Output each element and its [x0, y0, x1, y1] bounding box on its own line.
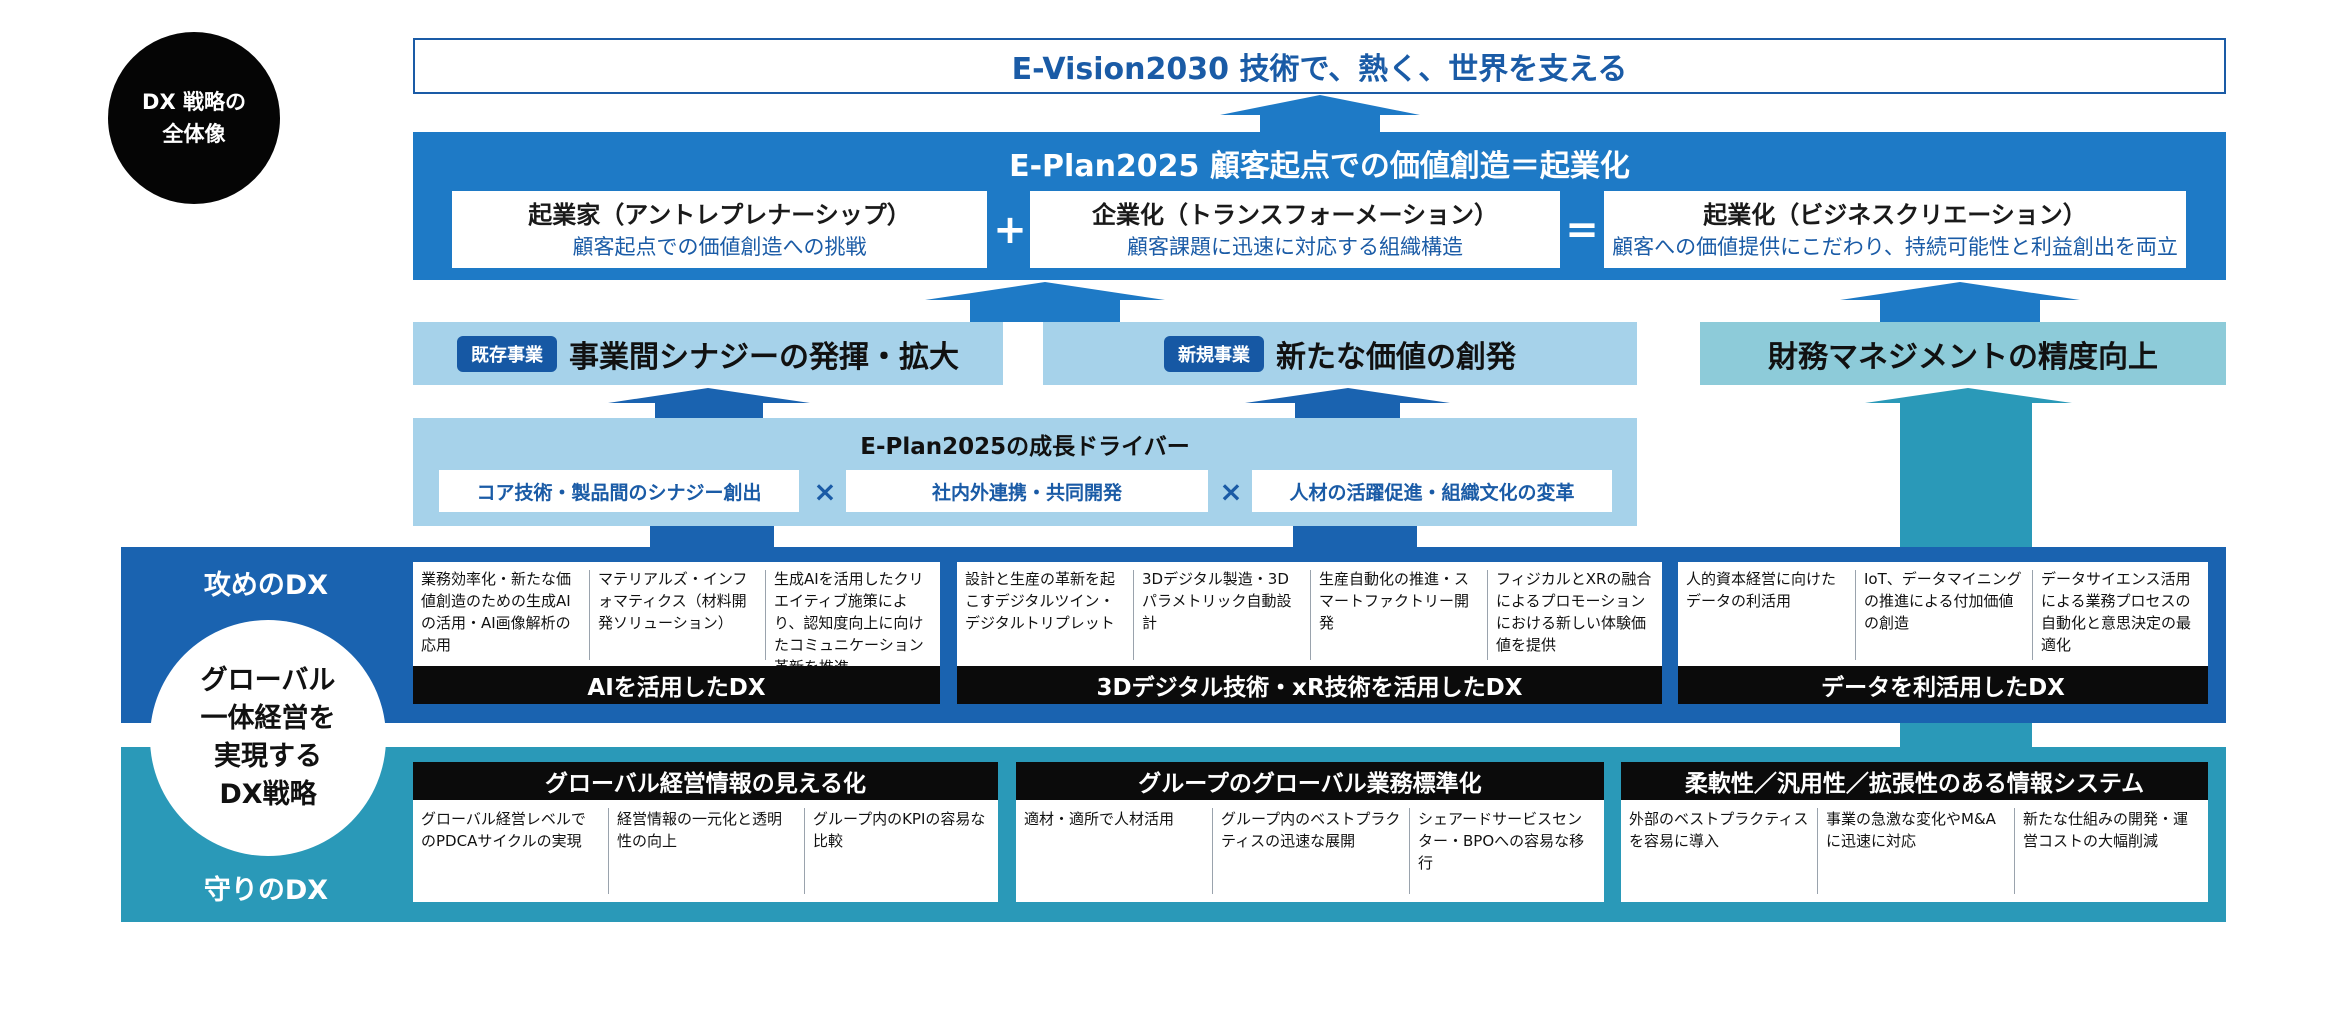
divider [589, 570, 590, 660]
finance-box: 財務マネジメントの精度向上 [1700, 322, 2226, 385]
divider [1212, 808, 1213, 894]
circle-line1: グローバル [200, 665, 336, 696]
eplan-box-title: 企業化（トランスフォーメーション） [1091, 200, 1499, 229]
offense-cell: マテリアルズ・インフォマティクス（材料開発ソリューション） [598, 570, 748, 632]
strategy-badge: DX 戦略の 全体像 [108, 32, 280, 204]
eplan-box-sub: 顧客への価値提供にこだわり、持続可能性と利益創出を両立 [1612, 234, 2178, 259]
defense-cell: 適材・適所で人材活用 [1024, 810, 1175, 828]
times-icon: × [1219, 474, 1243, 508]
connector-bar [1293, 526, 1417, 547]
defense-group-title: グローバル経営情報の見える化 [413, 762, 998, 800]
offense-cell: 業務効率化・新たな価値創造のための生成AIの活用・AI画像解析の応用 [421, 570, 572, 654]
equals-icon: = [1565, 206, 1599, 253]
divider [1133, 570, 1134, 660]
eplan-box-creation: 起業化（ビジネスクリエーション） 顧客への価値提供にこだわり、持続可能性と利益創… [1604, 191, 2186, 268]
divider [2032, 570, 2033, 660]
defense-cell: 外部のベストプラクティスを容易に導入 [1629, 810, 1809, 850]
connector-bar [1900, 723, 2032, 747]
growth-drivers-title: E-Plan2025の成長ドライバー [860, 434, 1190, 460]
defense-dx-label: 守りのDX [203, 874, 329, 906]
driver-item: 社内外連携・共同開発 [846, 470, 1208, 512]
divider [804, 808, 805, 894]
offense-cell: データサイエンス活用による業務プロセスの自動化と意思決定の最適化 [2041, 570, 2192, 654]
global-dx-strategy-circle: グローバル 一体経営を 実現する DX戦略 [150, 620, 386, 856]
eplan-box-title: 起業化（ビジネスクリエーション） [1703, 200, 2087, 229]
badge-line2: 全体像 [162, 122, 226, 146]
defense-cell: 事業の急激な変化やM&Aに迅速に対応 [1826, 810, 1996, 850]
eplan-box-title: 起業家（アントレプレナーシップ） [528, 200, 911, 229]
divider [1817, 808, 1818, 894]
divider [1487, 570, 1488, 660]
divider [1310, 570, 1311, 660]
arrow-up-icon [1220, 95, 1420, 132]
offense-cell: 人的資本経営に向けたデータの利活用 [1686, 570, 1837, 610]
defense-group-title: グループのグローバル業務標準化 [1016, 762, 1604, 800]
plus-icon: + [993, 206, 1027, 253]
defense-group-title: 柔軟性／汎用性／拡張性のある情報システム [1621, 762, 2208, 800]
divider [2014, 808, 2015, 894]
circle-line4: DX戦略 [219, 779, 317, 810]
arrow-up-icon [1840, 282, 2080, 322]
arrow-up-icon [1865, 388, 2072, 547]
circle-line2: 一体経営を [200, 703, 336, 734]
defense-cell: グループ内のベストプラクティスの迅速な展開 [1221, 810, 1401, 850]
divider [765, 570, 766, 660]
offense-cell: 3Dデジタル製造・3Dパラメトリック自動設計 [1142, 570, 1292, 632]
vision-title: E-Vision2030 技術で、熱く、世界を支える [1011, 52, 1628, 87]
new-business-text: 新たな価値の創発 [1276, 339, 1516, 375]
divider [1409, 808, 1410, 894]
existing-business-box: 既存事業 事業間シナジーの発揮・拡大 [413, 322, 1003, 385]
divider [1855, 570, 1856, 660]
existing-business-tag: 既存事業 [457, 335, 557, 372]
times-icon: × [813, 474, 837, 508]
vision-box: E-Vision2030 技術で、熱く、世界を支える [413, 38, 2226, 94]
arrow-up-icon [1245, 388, 1450, 418]
offense-cell: 設計と生産の革新を起こすデジタルツイン・デジタルトリプレット [965, 570, 1116, 632]
offense-cell: 生産自動化の推進・スマートファクトリー開発 [1319, 570, 1470, 632]
eplan-box-entrepreneur: 起業家（アントレプレナーシップ） 顧客起点での価値創造への挑戦 [452, 191, 987, 268]
badge-line1: DX 戦略の [142, 90, 246, 114]
offense-group-title: データを利活用したDX [1678, 666, 2208, 704]
offense-cell: 生成AIを活用したクリエイティブ施策により、認知度向上に向けたコミュニケーション… [774, 570, 924, 676]
eplan-box-transformation: 企業化（トランスフォーメーション） 顧客課題に迅速に対応する組織構造 [1030, 191, 1560, 268]
defense-cell: グループ内のKPIの容易な比較 [813, 810, 986, 850]
existing-business-text: 事業間シナジーの発揮・拡大 [569, 339, 959, 375]
connector-bar [650, 526, 774, 547]
driver-item: コア技術・製品間のシナジー創出 [439, 470, 799, 512]
eplan-box-sub: 顧客起点での価値創造への挑戦 [572, 234, 867, 259]
defense-cell: 新たな仕組みの開発・運営コストの大幅削減 [2023, 810, 2189, 850]
finance-text: 財務マネジメントの精度向上 [1768, 339, 2158, 375]
defense-cell: 経営情報の一元化と透明性の向上 [617, 810, 783, 850]
eplan-box-sub: 顧客課題に迅速に対応する組織構造 [1127, 234, 1463, 259]
arrow-up-icon [925, 282, 1165, 322]
new-business-tag: 新規事業 [1164, 335, 1264, 372]
offense-dx-label: 攻めのDX [203, 569, 329, 601]
offense-cell: IoT、データマイニングの推進による付加価値の創造 [1864, 570, 2022, 632]
defense-cell: シェアードサービスセンター・BPOへの容易な移行 [1418, 810, 1585, 872]
defense-cell: グローバル経営レベルでのPDCAサイクルの実現 [421, 810, 586, 850]
offense-cell: フィジカルとXRの融合によるプロモーションにおける新しい体験価値を提供 [1496, 570, 1652, 654]
offense-group-title: AIを活用したDX [413, 666, 940, 704]
offense-group-title: 3Dデジタル技術・xR技術を活用したDX [957, 666, 1662, 704]
divider [608, 808, 609, 894]
driver-item: 人材の活躍促進・組織文化の変革 [1252, 470, 1612, 512]
new-business-box: 新規事業 新たな価値の創発 [1043, 322, 1637, 385]
arrow-up-icon [608, 388, 810, 418]
circle-line3: 実現する [214, 741, 322, 772]
eplan-title: E-Plan2025 顧客起点での価値創造＝起業化 [1009, 149, 1630, 184]
